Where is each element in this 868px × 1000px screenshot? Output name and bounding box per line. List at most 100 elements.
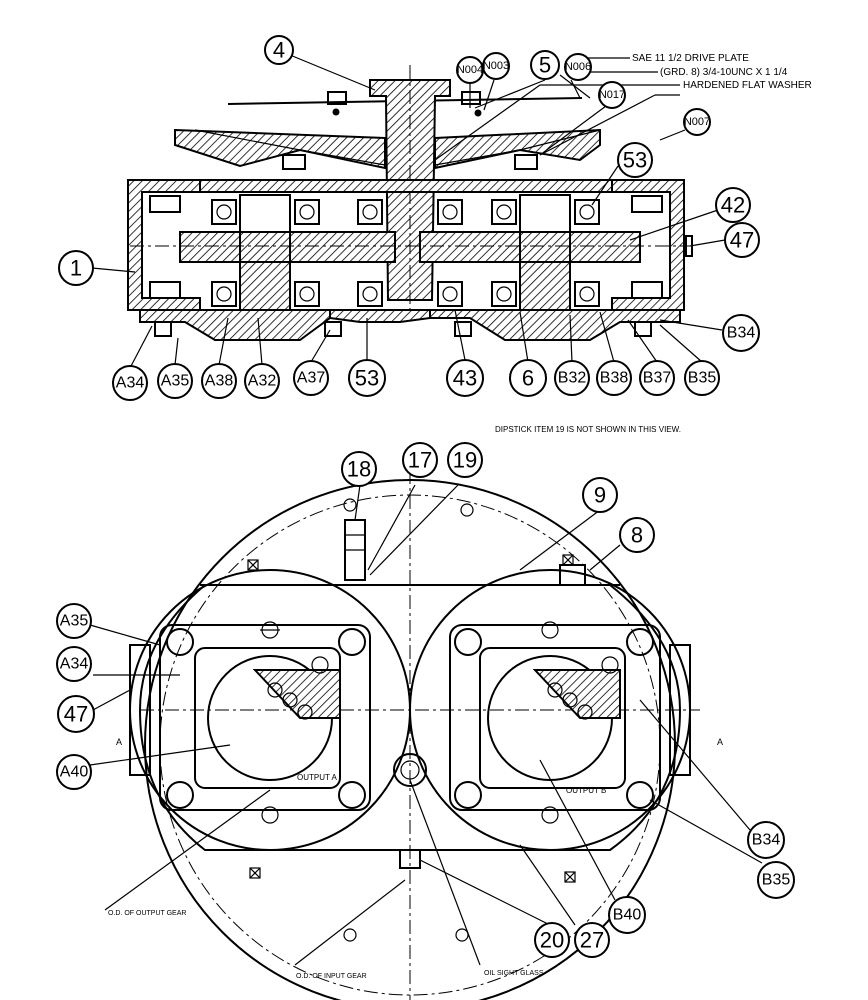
section-view bbox=[127, 65, 693, 341]
bubble-17: 17 bbox=[402, 442, 438, 478]
bubble-b38: B38 bbox=[596, 360, 632, 396]
housing-plan bbox=[138, 584, 682, 851]
oil-sight-glass bbox=[393, 753, 427, 787]
section-view-callouts: 4 5 N004 N003 N006 N017 N007 53 42 47 1 … bbox=[58, 35, 812, 401]
bottom-cover-b bbox=[429, 309, 681, 341]
bubble-b35-bottom: B35 bbox=[684, 360, 720, 396]
svg-text:B35: B35 bbox=[762, 872, 791, 889]
svg-text:47: 47 bbox=[64, 702, 88, 727]
bubble-5: 5 bbox=[530, 50, 560, 80]
svg-text:53: 53 bbox=[355, 366, 379, 391]
bubble-43: 43 bbox=[446, 359, 484, 397]
note-washer: HARDENED FLAT WASHER bbox=[683, 80, 812, 91]
bubble-42: 42 bbox=[715, 187, 751, 223]
svg-text:17: 17 bbox=[408, 448, 432, 473]
bubble-a34-plan: A34 bbox=[56, 646, 92, 682]
svg-text:A34: A34 bbox=[60, 656, 89, 673]
bubble-18: 18 bbox=[341, 451, 377, 487]
bubble-9: 9 bbox=[582, 477, 618, 513]
bubble-b35-plan: B35 bbox=[757, 861, 795, 899]
bearings bbox=[211, 199, 600, 307]
bubble-4: 4 bbox=[264, 35, 294, 65]
svg-text:B35: B35 bbox=[688, 370, 717, 387]
svg-text:6: 6 bbox=[522, 366, 534, 391]
gear-left bbox=[179, 231, 396, 263]
bubble-6: 6 bbox=[509, 359, 547, 397]
svg-text:42: 42 bbox=[721, 193, 745, 218]
bubble-8: 8 bbox=[619, 517, 655, 553]
svg-text:B40: B40 bbox=[613, 907, 642, 924]
bubble-n006: N006 bbox=[564, 53, 592, 81]
bubble-a37: A37 bbox=[293, 360, 329, 396]
svg-text:4: 4 bbox=[273, 38, 285, 63]
svg-text:A32: A32 bbox=[248, 373, 277, 390]
bubble-a40: A40 bbox=[56, 754, 92, 790]
svg-text:A35: A35 bbox=[60, 613, 89, 630]
bubble-b37: B37 bbox=[639, 360, 675, 396]
svg-text:A35: A35 bbox=[161, 373, 190, 390]
svg-text:1: 1 bbox=[70, 256, 82, 281]
svg-text:43: 43 bbox=[453, 366, 477, 391]
bubble-47-top: 47 bbox=[724, 222, 760, 258]
bubble-a32: A32 bbox=[244, 363, 280, 399]
svg-text:5: 5 bbox=[539, 53, 551, 78]
bubble-n017: N017 bbox=[598, 81, 626, 109]
svg-text:19: 19 bbox=[453, 448, 477, 473]
svg-text:53: 53 bbox=[623, 148, 647, 173]
bubble-b34-plan: B34 bbox=[747, 821, 785, 859]
svg-text:N017: N017 bbox=[599, 89, 625, 101]
svg-text:N006: N006 bbox=[565, 61, 591, 73]
bubble-53-bottom: 53 bbox=[348, 359, 386, 397]
bubble-n003: N003 bbox=[482, 52, 510, 80]
svg-text:B32: B32 bbox=[558, 370, 587, 387]
bubble-a38: A38 bbox=[201, 363, 237, 399]
bubble-1: 1 bbox=[58, 250, 94, 286]
svg-text:N003: N003 bbox=[483, 60, 509, 72]
note-output-b: OUTPUT B bbox=[566, 786, 606, 795]
adapter-left bbox=[174, 128, 386, 170]
bubble-b34-top: B34 bbox=[722, 314, 760, 352]
bubble-20: 20 bbox=[534, 922, 570, 958]
note-od-output-gear: O.D. OF OUTPUT GEAR bbox=[108, 910, 186, 917]
svg-text:B38: B38 bbox=[600, 370, 629, 387]
gear-right bbox=[419, 231, 641, 263]
svg-text:B34: B34 bbox=[727, 325, 756, 342]
svg-text:9: 9 bbox=[594, 483, 606, 508]
section-mark-a-left: A bbox=[116, 737, 122, 747]
note-dipstick-1: DIPSTICK ITEM 19 IS NOT SHOWN IN THIS VI… bbox=[495, 425, 681, 434]
bubble-b32: B32 bbox=[554, 360, 590, 396]
note-od-input-gear: O.D. OF INPUT GEAR bbox=[296, 973, 367, 980]
bubble-b40: B40 bbox=[608, 896, 646, 934]
bubble-a34-bottom: A34 bbox=[112, 365, 148, 401]
note-bolt: (GRD. 8) 3/4-10UNC X 1 1/4 bbox=[660, 67, 788, 78]
svg-text:20: 20 bbox=[540, 928, 564, 953]
svg-text:8: 8 bbox=[631, 523, 643, 548]
bubble-27: 27 bbox=[574, 922, 610, 958]
svg-text:B37: B37 bbox=[643, 370, 672, 387]
svg-text:N004: N004 bbox=[457, 64, 483, 76]
svg-text:A37: A37 bbox=[297, 370, 326, 387]
plan-view bbox=[129, 470, 700, 1000]
bubble-n007: N007 bbox=[683, 108, 711, 136]
note-output-a: OUTPUT A bbox=[297, 773, 338, 782]
bubble-a35-bottom: A35 bbox=[157, 363, 193, 399]
svg-text:A38: A38 bbox=[205, 373, 234, 390]
output-cover-a bbox=[159, 621, 371, 824]
svg-text:B34: B34 bbox=[752, 832, 781, 849]
note-oil-sight-glass: OIL SIGHT GLASS bbox=[484, 970, 544, 977]
bubble-n004: N004 bbox=[456, 56, 484, 84]
plan-view-callouts: 18 17 19 9 8 A35 A34 47 A40 B34 B35 B40 … bbox=[56, 425, 795, 980]
svg-text:N007: N007 bbox=[684, 116, 710, 128]
svg-text:47: 47 bbox=[730, 228, 754, 253]
section-mark-a-right: A bbox=[717, 737, 723, 747]
svg-text:18: 18 bbox=[347, 457, 371, 482]
bubble-47-plan: 47 bbox=[57, 695, 95, 733]
svg-text:A40: A40 bbox=[60, 764, 89, 781]
svg-text:A34: A34 bbox=[116, 375, 145, 392]
bubble-a35-plan: A35 bbox=[56, 603, 92, 639]
svg-text:27: 27 bbox=[580, 928, 604, 953]
bubble-53-top: 53 bbox=[617, 142, 653, 178]
note-drive-plate: SAE 11 1/2 DRIVE PLATE bbox=[632, 53, 749, 64]
bubble-19: 19 bbox=[447, 442, 483, 478]
